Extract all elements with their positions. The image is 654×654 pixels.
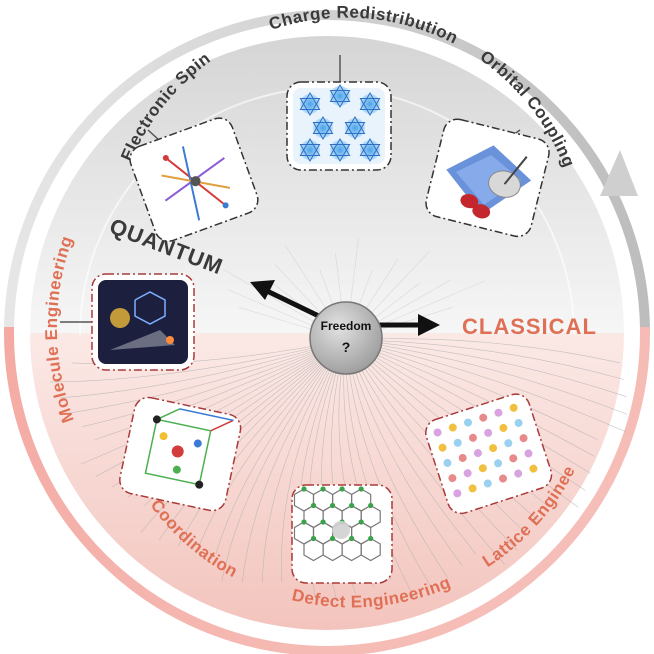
defect-engineering-panel [291,484,393,584]
freedom-center: Freedom ? [309,301,383,375]
lattice-engineering-panel [425,393,553,515]
electronic-spin-panel [129,117,259,242]
center-symbol: ? [342,339,351,355]
honeycomb-lattice-icon [293,486,381,562]
orbital-lattice-icon [446,145,532,219]
outer-ring [4,10,650,654]
classical-label: CLASSICAL [462,314,597,339]
classical-arrowhead [418,314,440,336]
coordination-panel [119,396,242,512]
kagome-lattice-icon [299,84,381,162]
spin-lattice-icon [161,146,231,221]
quantum-arrowhead [250,280,275,300]
center-title: Freedom [321,319,372,333]
charge-redistribution-panel [286,81,392,171]
ring-arrowhead [600,150,638,196]
axis-arrows [250,280,440,336]
molecule-engineering-panel [91,273,195,371]
coordination-lattice-icon [144,408,234,489]
orbital-coupling-panel [425,118,550,238]
dot-lattice-icon [432,402,539,499]
molecule-icon [110,291,175,350]
